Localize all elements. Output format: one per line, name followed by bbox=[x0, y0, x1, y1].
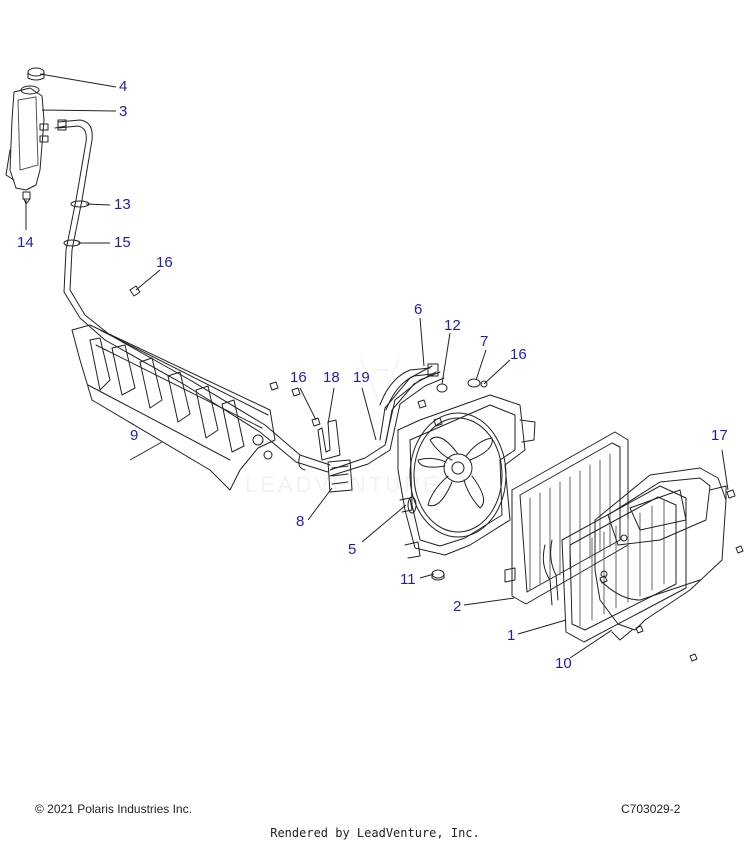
callout-20: 19 bbox=[353, 369, 370, 386]
hose-6 bbox=[379, 363, 439, 411]
callout-9: 9 bbox=[130, 427, 139, 444]
callout-3: 3 bbox=[119, 103, 128, 120]
front-hoses bbox=[104, 334, 445, 477]
reservoir-cap bbox=[27, 67, 45, 81]
bolt-18 bbox=[726, 489, 736, 499]
callout-1: 1 bbox=[507, 627, 516, 644]
nut-17 bbox=[480, 380, 488, 388]
callout-18: 17 bbox=[711, 427, 728, 444]
hose-clamp-15 bbox=[63, 239, 81, 247]
coolant-hose bbox=[54, 119, 111, 341]
fan-assembly bbox=[397, 394, 536, 559]
callout-13: 13 bbox=[114, 196, 131, 213]
callout-16-a: 16 bbox=[156, 254, 173, 271]
diagram-code: C703029-2 bbox=[621, 802, 681, 816]
rendered-by: Rendered by LeadVenture, Inc. bbox=[270, 826, 480, 840]
callout-10: 10 bbox=[555, 655, 572, 672]
callout-14: 14 bbox=[17, 234, 34, 251]
callout-19: 18 bbox=[323, 369, 340, 386]
bolt-16-a bbox=[129, 285, 141, 297]
radiator-bracket-frame bbox=[71, 324, 276, 491]
callout-2: 2 bbox=[453, 598, 462, 615]
condenser-1 bbox=[542, 485, 687, 643]
callout-11: 11 bbox=[400, 571, 416, 588]
callout-17: 16 bbox=[510, 346, 527, 363]
watermark-logo: LEADVENTURE bbox=[245, 354, 441, 497]
bolt-16-b bbox=[311, 417, 321, 427]
watermark-text: LEADVENTURE bbox=[245, 472, 441, 497]
nut-11 bbox=[431, 569, 445, 581]
leader-lines bbox=[25, 73, 729, 659]
bracket-19 bbox=[317, 419, 341, 461]
callout-15: 15 bbox=[114, 234, 131, 251]
grommet-7 bbox=[467, 378, 481, 388]
copyright: © 2021 Polaris Industries Inc. bbox=[35, 802, 192, 816]
callout-16-b: 16 bbox=[290, 369, 307, 386]
callout-5: 5 bbox=[348, 541, 357, 558]
hose-connector-8 bbox=[327, 459, 353, 493]
callout-12: 12 bbox=[444, 317, 461, 334]
air-shroud-10 bbox=[594, 467, 727, 641]
radiator-2 bbox=[504, 431, 629, 605]
callout-6: 6 bbox=[414, 301, 423, 318]
callout-7: 7 bbox=[480, 333, 489, 350]
callout-8: 8 bbox=[296, 513, 305, 530]
callout-4: 4 bbox=[119, 78, 128, 95]
clamp-12 bbox=[436, 383, 448, 393]
coolant-reservoir bbox=[5, 85, 49, 191]
